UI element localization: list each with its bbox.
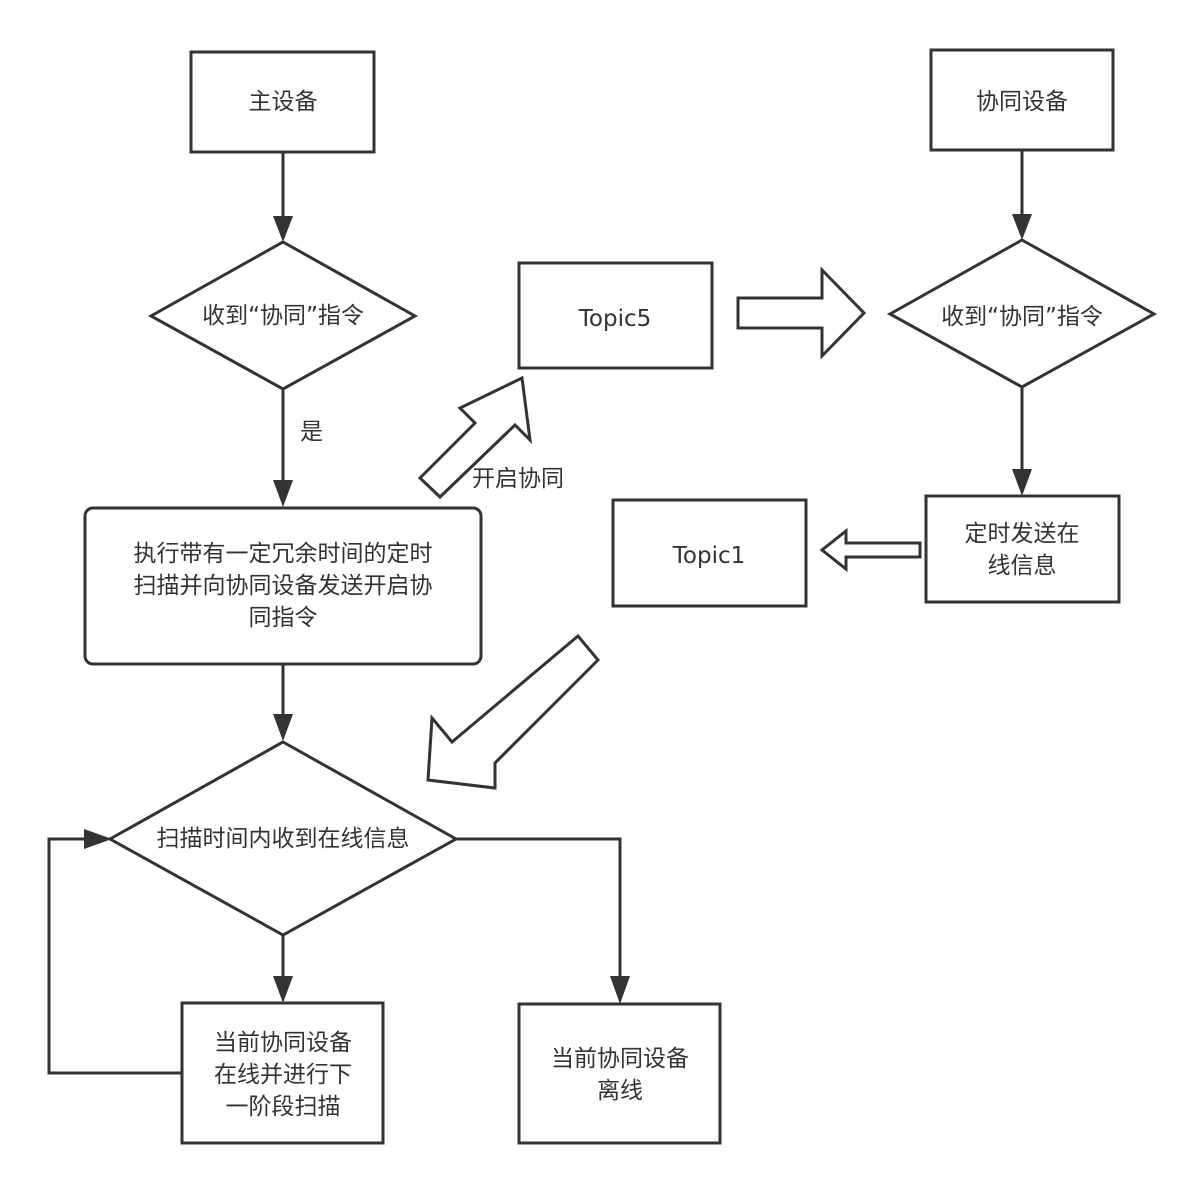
node-online-next-label: 当前协同设备在线并进行下一阶段扫描 [214,1030,352,1120]
label-line: Topic5 [578,306,651,332]
node-scan-check [106,740,460,937]
hollow-arrow-send-to-topic1 [819,527,922,573]
node-coop-device [929,48,1115,152]
node-main-device [189,50,376,154]
hollow-arrow-topic5-to-coop [736,266,867,360]
node-topic5 [517,261,714,370]
arrowhead [84,829,112,849]
node-scan-task [83,506,483,666]
node-main-receive [147,240,419,391]
label-line: 收到“协同”指令 [202,303,364,329]
label-line: 在线并进行下 [214,1062,352,1088]
label-line: 当前协同设备 [214,1030,352,1056]
node-send-online [924,494,1121,604]
edge-check-to-offline [456,837,622,982]
arrowhead [273,216,293,242]
arrowhead [273,480,293,507]
label-line: 定时发送在 [965,521,1080,547]
node-send-online-label: 定时发送在线信息 [965,521,1080,579]
node-online-next [180,1001,385,1145]
arrowhead [1012,214,1032,240]
edge-loop-online-to-check [47,837,182,1075]
arrowhead [273,976,293,1003]
label-line: 同指令 [249,605,318,631]
label-line: 执行带有一定冗余时间的定时 [134,541,433,567]
hollow-arrow-to-topic5 [417,375,533,500]
node-scan-check-label: 扫描时间内收到在线信息 [157,826,410,852]
label-line: 线信息 [988,553,1057,579]
node-scan-task-label: 执行带有一定冗余时间的定时扫描并向协同设备发送开启协同指令 [134,541,433,631]
label-line: Topic1 [672,543,745,569]
label-line: 协同设备 [976,89,1068,115]
node-main-device-label: 主设备 [249,89,318,115]
node-offline-label: 当前协同设备离线 [551,1046,689,1104]
node-coop-device-label: 协同设备 [976,89,1068,115]
label-line: 扫描时间内收到在线信息 [157,826,410,852]
arrowhead [273,714,293,741]
label-line: 离线 [597,1078,643,1104]
node-topic5-label: Topic5 [578,306,651,332]
hollow-arrow-topic1-to-check [426,633,601,790]
edge-label-start-coop: 开启协同 [472,466,564,492]
node-topic1 [611,498,808,608]
node-main-receive-label: 收到“协同”指令 [202,303,364,329]
arrowhead [610,976,630,1004]
arrowhead [1012,469,1032,496]
label-line: 一阶段扫描 [226,1094,341,1120]
node-topic1-label: Topic1 [672,543,745,569]
label-line: 扫描并向协同设备发送开启协 [134,573,433,599]
label-line: 主设备 [249,89,318,115]
node-coop-receive-label: 收到“协同”指令 [941,304,1103,330]
node-offline [517,1002,722,1145]
node-coop-receive [886,238,1158,389]
label-line: 收到“协同”指令 [941,304,1103,330]
label-line: 当前协同设备 [551,1046,689,1072]
edge-label-yes: 是 [300,419,323,445]
